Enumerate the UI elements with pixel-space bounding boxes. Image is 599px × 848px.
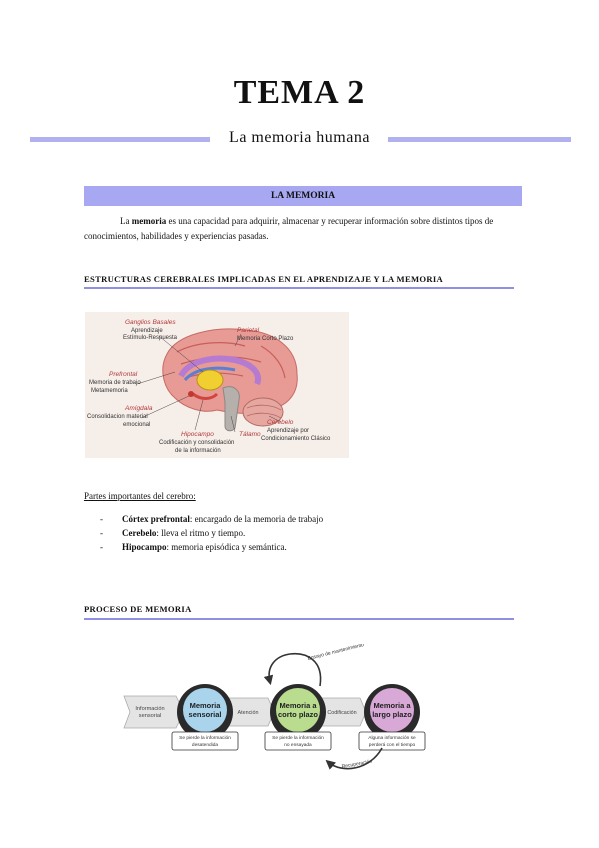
part-term: Córtex prefrontal — [122, 514, 190, 524]
label-prefrontal-l1: Memoria de trabajo — [89, 380, 141, 386]
amygdala-shape — [188, 391, 194, 397]
label-parietal-l1: Memoria Corto Plazo — [237, 336, 294, 342]
label-prefrontal-title: Prefrontal — [109, 371, 138, 378]
list-item: - Hipocampo: memoria episódica y semántic… — [100, 540, 323, 554]
brain-diagram: Ganglios Basales Aprendizaje Estímulo-Re… — [85, 312, 349, 458]
list-item: - Cerebelo: lleva el ritmo y tiempo. — [100, 526, 323, 540]
memoria-sensorial-l1: Memoria — [190, 701, 222, 710]
list-dash: - — [100, 514, 103, 524]
label-hipocampo-l1: Codificación y consolidación — [159, 440, 234, 446]
memory-process-diagram: Información sensorial Atención Codificac… — [120, 642, 480, 774]
memoria-sensorial-circle — [183, 688, 227, 732]
parts-list: - Córtex prefrontal: encargado de la memo… — [100, 512, 323, 554]
brain-leader-lines — [136, 333, 282, 433]
input-label-l2: sensorial — [139, 713, 161, 719]
label-parietal-title: Parietal — [237, 327, 260, 334]
memory-process-svg: Información sensorial Atención Codificac… — [123, 642, 426, 770]
section-title-proceso: PROCESO DE MEMORIA — [84, 604, 192, 614]
label-prefrontal-l2: Metamemoria — [91, 388, 128, 394]
label-hipocampo-l2: de la información — [175, 448, 221, 454]
part-term: Hipocampo — [122, 542, 167, 552]
loop-label: Ensayo de mantenimiento — [307, 644, 365, 662]
page-title: TEMA 2 — [233, 74, 366, 111]
retrieval-label: Recuperación — [341, 759, 373, 770]
section-title-estructuras: ESTRUCTURAS CEREBRALES IMPLICADAS EN EL … — [84, 274, 444, 284]
section-band-la-memoria: LA MEMORIA — [84, 186, 522, 206]
label-talamo-title: Tálamo — [239, 431, 261, 438]
intro-bold-term: memoria — [131, 216, 167, 226]
part-desc: : lleva el ritmo y tiempo. — [156, 528, 246, 538]
intro-paragraph: La memoria es una capacidad para adquiri… — [84, 214, 522, 244]
note-2-l1: Se pierde la información — [272, 735, 324, 741]
label-cerebelo-l2: Condicionamiento Clásico — [261, 436, 331, 442]
brain-illustration: Ganglios Basales Aprendizaje Estímulo-Re… — [87, 319, 331, 454]
note-box-1 — [171, 731, 239, 751]
subtitle-rule-right — [388, 137, 571, 142]
note-3-l2: perderá con el tiempo — [369, 742, 416, 748]
basal-ganglia-shape — [196, 369, 224, 391]
list-item: - Córtex prefrontal: encargado de la memo… — [100, 512, 323, 526]
memoria-sensorial-l2: sensorial — [189, 710, 222, 719]
note-box-3 — [358, 731, 426, 751]
cerebellum-shape — [242, 397, 284, 427]
cerebellum-folds — [246, 404, 282, 419]
label-amigdala-title: Amígdala — [124, 405, 153, 412]
note-3-l1: Alguna información se — [368, 735, 416, 741]
intro-pre: La — [120, 216, 132, 226]
list-dash: - — [100, 528, 103, 538]
label-amigdala-l1: Consolidacion material — [87, 414, 148, 420]
loop-arrow — [263, 652, 322, 687]
subtitle-rule-left — [30, 137, 210, 142]
label-amigdala-l2: emocional — [123, 422, 150, 428]
input-label-l1: Información — [135, 706, 164, 712]
label-cerebelo-title: Cerebelo — [267, 419, 294, 426]
hippocampus-shape — [192, 392, 219, 400]
label-hipocampo-title: Hipocampo — [181, 431, 214, 438]
section-rule-proceso — [84, 618, 514, 620]
label-ganglios-l2: Estímulo-Respuesta — [123, 335, 178, 341]
memoria-corto-plazo-l1: Memoria a — [279, 701, 317, 710]
memoria-largo-plazo-l2: largo plazo — [372, 710, 412, 719]
input-arrow-shape — [123, 695, 185, 729]
arrow-atencion-label: Atención — [238, 710, 259, 716]
label-cerebelo-l1: Aprendizaje por — [267, 428, 309, 434]
arrow-codificacion-label: Codificación — [327, 710, 356, 716]
note-1-l1: Se pierde la información — [179, 735, 231, 741]
retrieval-arrow — [325, 747, 383, 770]
page-subtitle: La memoria humana — [229, 129, 370, 146]
part-desc: : memoria episódica y semántica. — [166, 542, 287, 552]
memoria-corto-plazo-l2: corto plazo — [278, 710, 318, 719]
part-desc: : encargado de la memoria de trabajo — [189, 514, 324, 524]
intro-post: es una capacidad para adquirir, almacena… — [84, 216, 494, 241]
brainstem-shape — [222, 386, 240, 432]
corpus-callosum-shape — [178, 355, 261, 386]
list-dash: - — [100, 542, 103, 552]
memoria-largo-plazo-circle — [370, 688, 414, 732]
label-ganglios-title: Ganglios Basales — [125, 319, 176, 326]
part-term: Cerebelo — [122, 528, 157, 538]
section-rule-estructuras — [84, 287, 514, 289]
parts-label: Partes importantes del cerebro: — [84, 491, 196, 501]
note-2-l2: no ensayada — [284, 742, 312, 748]
memoria-largo-plazo-l1: Memoria a — [373, 701, 411, 710]
note-box-2 — [264, 731, 332, 751]
label-ganglios-l1: Aprendizaje — [131, 328, 163, 334]
fornix-shape — [183, 366, 236, 382]
note-1-l2: desatendida — [192, 742, 218, 748]
memoria-corto-plazo-circle — [276, 688, 320, 732]
